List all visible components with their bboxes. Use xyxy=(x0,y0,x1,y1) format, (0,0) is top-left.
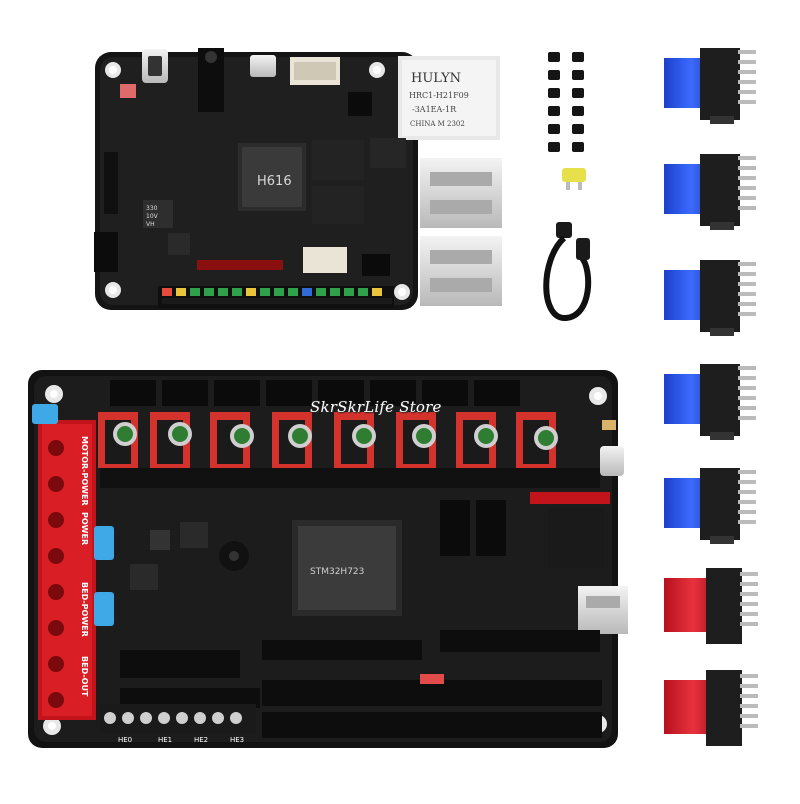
main-board: MOTOR-POWER POWER BED-POWER BED-OUT STM3… xyxy=(28,370,628,748)
store-watermark: SkrSkrLife Store xyxy=(310,398,442,416)
svg-text:HRC1-H21F09: HRC1-H21F09 xyxy=(409,91,469,100)
blue-fuse-top xyxy=(32,404,58,424)
stepper-driver-blue xyxy=(664,260,756,336)
svg-text:VH: VH xyxy=(146,221,155,228)
bed-out-label: BED-OUT xyxy=(80,656,89,697)
blue-fuse-low xyxy=(94,592,114,626)
stepper-driver-blue xyxy=(664,48,756,124)
blade-fuse xyxy=(562,168,586,190)
jumper-caps xyxy=(548,52,584,152)
svg-text:H616: H616 xyxy=(257,174,292,189)
usb-c-port-main xyxy=(600,446,624,476)
svg-text:330: 330 xyxy=(146,205,158,212)
stepper-driver-blue xyxy=(664,364,756,440)
usb-a-port-main xyxy=(578,586,628,634)
svg-text:10V: 10V xyxy=(146,213,159,220)
hulyn-label: HULYN xyxy=(411,71,461,86)
svg-text:-3A1EA-1R: -3A1EA-1R xyxy=(412,105,457,114)
io-connectors xyxy=(120,630,602,738)
micro-hdmi-port xyxy=(250,55,276,77)
he2-label: HE2 xyxy=(194,736,208,744)
blue-fuse-mid xyxy=(94,526,114,560)
he3-label: HE3 xyxy=(230,736,244,744)
driver-sockets xyxy=(98,412,600,488)
power-label: POWER xyxy=(80,512,89,545)
stepper-drivers-blue xyxy=(664,48,756,544)
bed-power-label: BED-POWER xyxy=(80,582,89,637)
usb-a-stack-top xyxy=(420,158,502,228)
svg-text:CHINA M 2302: CHINA M 2302 xyxy=(410,120,465,128)
pi-board: HULYN HRC1-H21F09 -3A1EA-1R CHINA M 2302… xyxy=(94,48,502,310)
motor-power-label: MOTOR-POWER xyxy=(80,436,89,506)
power-terminal-block: MOTOR-POWER POWER BED-POWER BED-OUT xyxy=(38,420,96,720)
he1-label: HE1 xyxy=(158,736,172,744)
stepper-driver-red xyxy=(664,670,758,746)
sd-card-slot xyxy=(548,508,604,568)
gpio-header xyxy=(162,288,392,304)
stepper-drivers-red xyxy=(664,568,758,746)
usb-cable xyxy=(543,222,592,321)
mcu-chip: STM32H723 xyxy=(292,520,402,616)
stepper-driver-red xyxy=(664,568,758,644)
stepper-driver-blue xyxy=(664,468,756,544)
usb-a-stack-bottom xyxy=(420,236,502,306)
svg-text:STM32H723: STM32H723 xyxy=(310,567,364,577)
stepper-driver-blue xyxy=(664,154,756,230)
motor-connectors xyxy=(110,380,520,406)
he0-label: HE0 xyxy=(118,736,132,744)
